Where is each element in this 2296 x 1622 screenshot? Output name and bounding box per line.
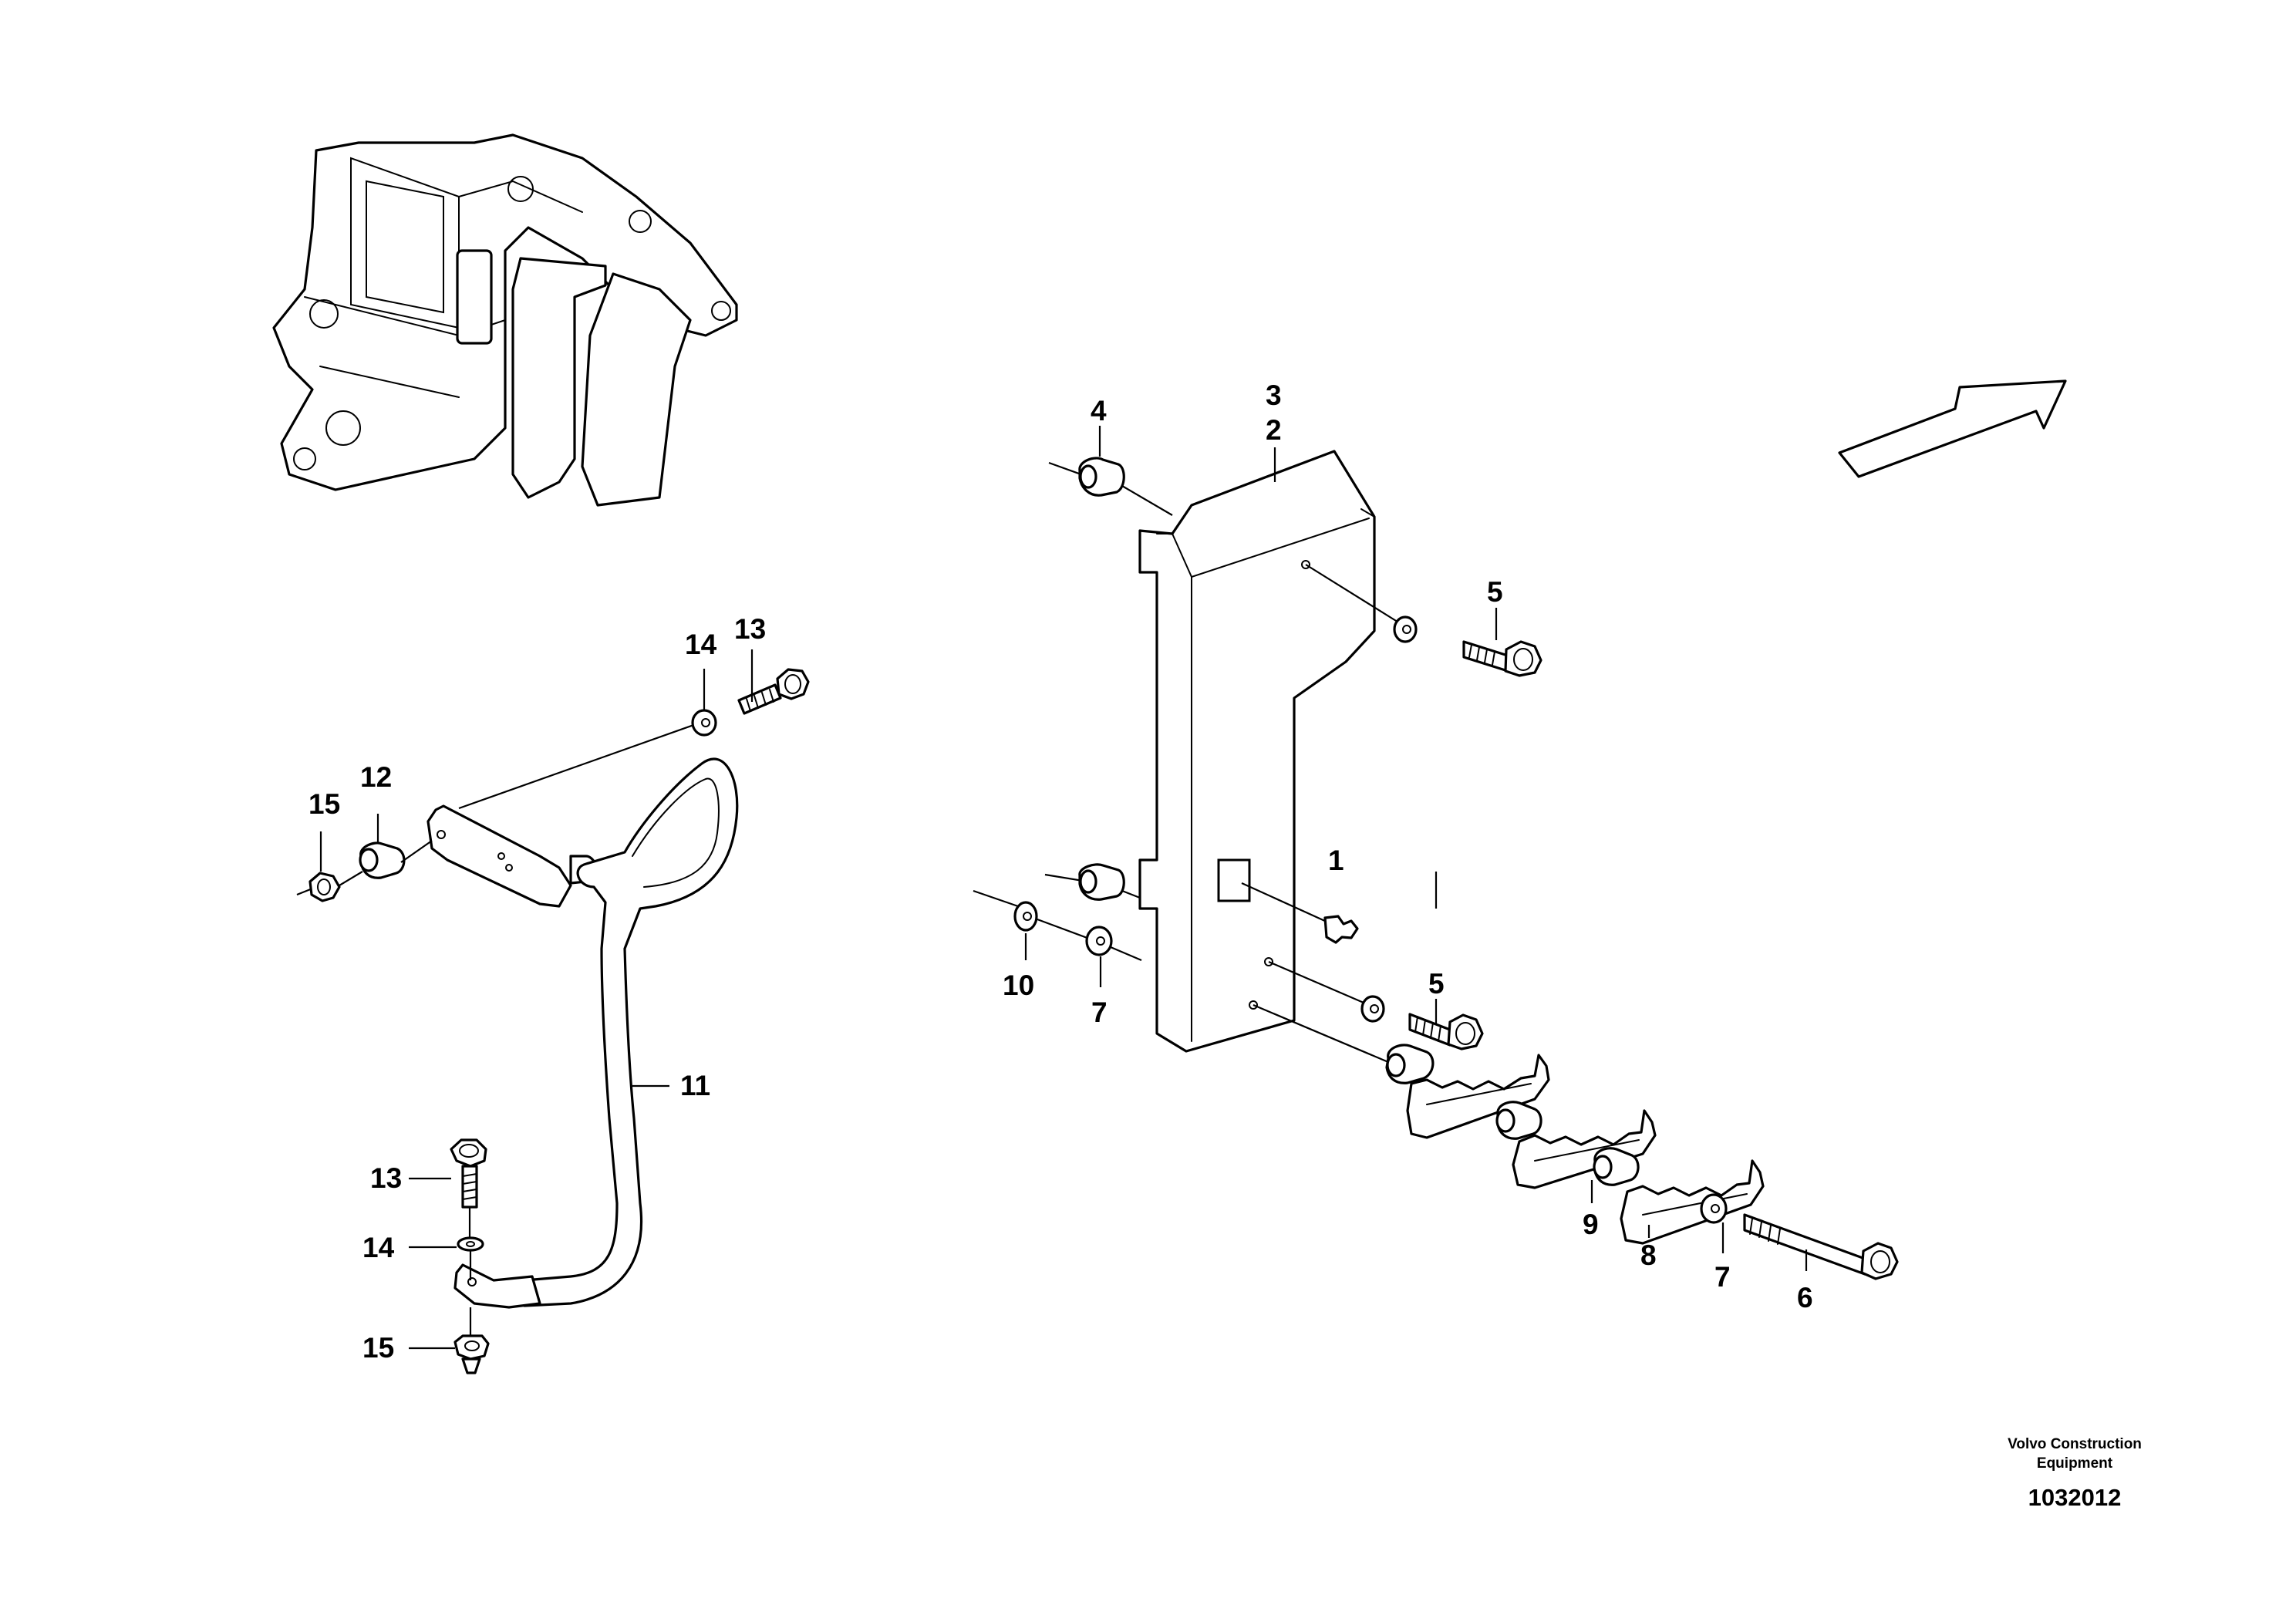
callout-8: 8 [1640, 1239, 1657, 1271]
callout-14-top: 14 [685, 629, 717, 660]
callout-15-top: 15 [308, 788, 340, 820]
direction-arrow-icon [1838, 379, 2067, 478]
nut-part15-top [296, 871, 363, 902]
callout-14-lower: 14 [362, 1232, 395, 1263]
bolt-part13-top [737, 668, 810, 715]
spacer-part4-top [1048, 457, 1173, 516]
callout-6: 6 [1797, 1282, 1813, 1313]
callout-leaders [319, 426, 1808, 1350]
callout-13-lower: 13 [370, 1162, 402, 1194]
callout-7-right: 7 [1714, 1261, 1731, 1293]
callout-1: 1 [1328, 845, 1344, 876]
bolt-part5-upper [1305, 564, 1542, 677]
callout-5-upper: 5 [1487, 576, 1503, 608]
callout-labels: 1 2 3 4 5 5 6 7 7 8 9 10 11 12 13 13 14 … [308, 379, 1813, 1364]
bolt-part6 [1743, 1213, 1899, 1280]
callout-13-top: 13 [734, 613, 766, 645]
callout-5-lower: 5 [1428, 968, 1445, 1000]
washer-part7-right [1700, 1193, 1728, 1224]
bolt-part5-lower [1268, 960, 1484, 1050]
washer-part14-lower [457, 1236, 484, 1280]
bolt-part13-lower [450, 1138, 487, 1238]
callout-7-left: 7 [1091, 996, 1108, 1028]
manufacturer-line1: Volvo Construction [2008, 1436, 2142, 1452]
callout-3: 3 [1266, 379, 1282, 411]
callout-2: 2 [1266, 414, 1282, 446]
nut-part15-lower [453, 1307, 490, 1374]
spacer-part4-lower [1044, 863, 1141, 901]
grease-nipple-part1 [1241, 882, 1359, 944]
callout-10: 10 [1003, 969, 1034, 1001]
footer-block: Volvo Construction Equipment 1032012 [2008, 1436, 2142, 1511]
callout-4: 4 [1091, 395, 1107, 427]
washer-part14-top [691, 709, 717, 737]
step-assembly-part8 [1253, 1003, 1765, 1245]
spacer-part12 [359, 840, 433, 879]
callout-12: 12 [360, 761, 392, 793]
drawing-number: 1032012 [2028, 1484, 2122, 1511]
machine-frame-overview [272, 133, 738, 507]
manufacturer-line2: Equipment [2037, 1455, 2113, 1472]
callout-11: 11 [680, 1070, 710, 1101]
handrail-part11 [426, 722, 739, 1309]
washer-part7-left [1085, 926, 1142, 962]
callout-9: 9 [1583, 1209, 1599, 1240]
bracket-plate [1138, 450, 1376, 1053]
callout-15-lower: 15 [362, 1332, 394, 1364]
washer-part10 [973, 889, 1092, 941]
